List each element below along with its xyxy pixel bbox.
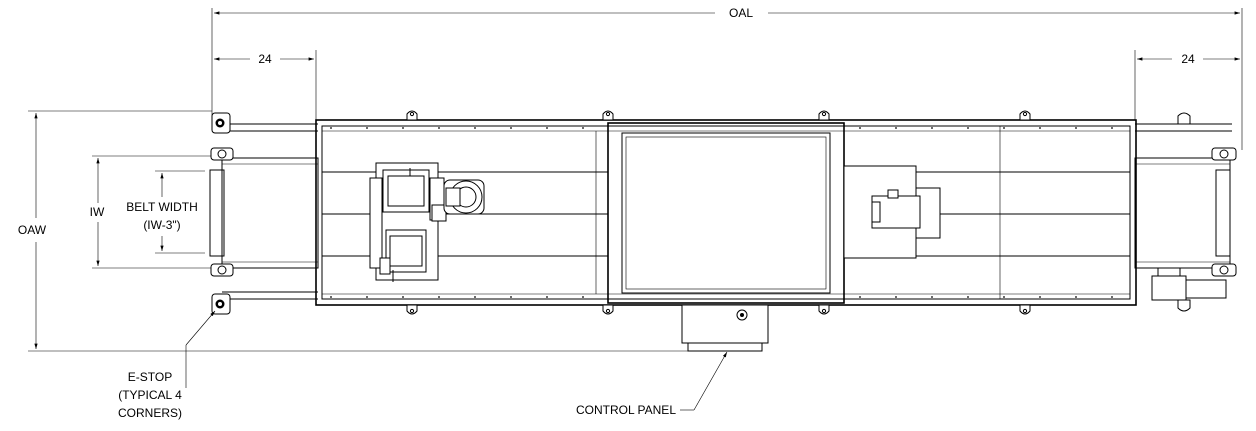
oal-dimension: OAL — [211, 6, 1243, 150]
frame-bolts — [330, 127, 1113, 298]
belt-width-label: BELT WIDTH — [126, 200, 198, 214]
gear-motor-assembly — [369, 162, 447, 282]
drive-pulley — [443, 179, 485, 215]
belt-width-dimension: BELT WIDTH (IW-3") — [126, 170, 205, 254]
estop-note-line1: (TYPICAL 4 — [118, 388, 182, 402]
estop-corner-top-left — [211, 112, 231, 134]
mounting-tabs — [406, 110, 1031, 315]
estop-corner-bottom-left — [211, 293, 231, 315]
control-panel-label: CONTROL PANEL — [576, 403, 676, 417]
iw-dimension: IW — [90, 155, 215, 269]
left-24-label: 24 — [258, 52, 272, 66]
estop-note-line2: CORNERS) — [118, 406, 182, 420]
belt-width-formula: (IW-3") — [143, 218, 180, 232]
control-panel — [681, 304, 769, 352]
estop-callout: E-STOP (TYPICAL 4 CORNERS) — [118, 310, 216, 420]
conveyor-assembly — [209, 110, 1237, 352]
estop-label: E-STOP — [128, 370, 172, 384]
iw-label: IW — [90, 205, 105, 219]
oal-label: OAL — [729, 6, 753, 20]
left-end-24-dimension: 24 — [214, 50, 317, 120]
oaw-label: OAW — [18, 223, 47, 237]
right-24-label: 24 — [1181, 52, 1195, 66]
control-panel-callout: CONTROL PANEL — [576, 351, 728, 417]
motor-assembly — [843, 165, 941, 259]
right-end-24-dimension: 24 — [1134, 50, 1240, 120]
oaw-dimension: OAW — [18, 110, 760, 352]
